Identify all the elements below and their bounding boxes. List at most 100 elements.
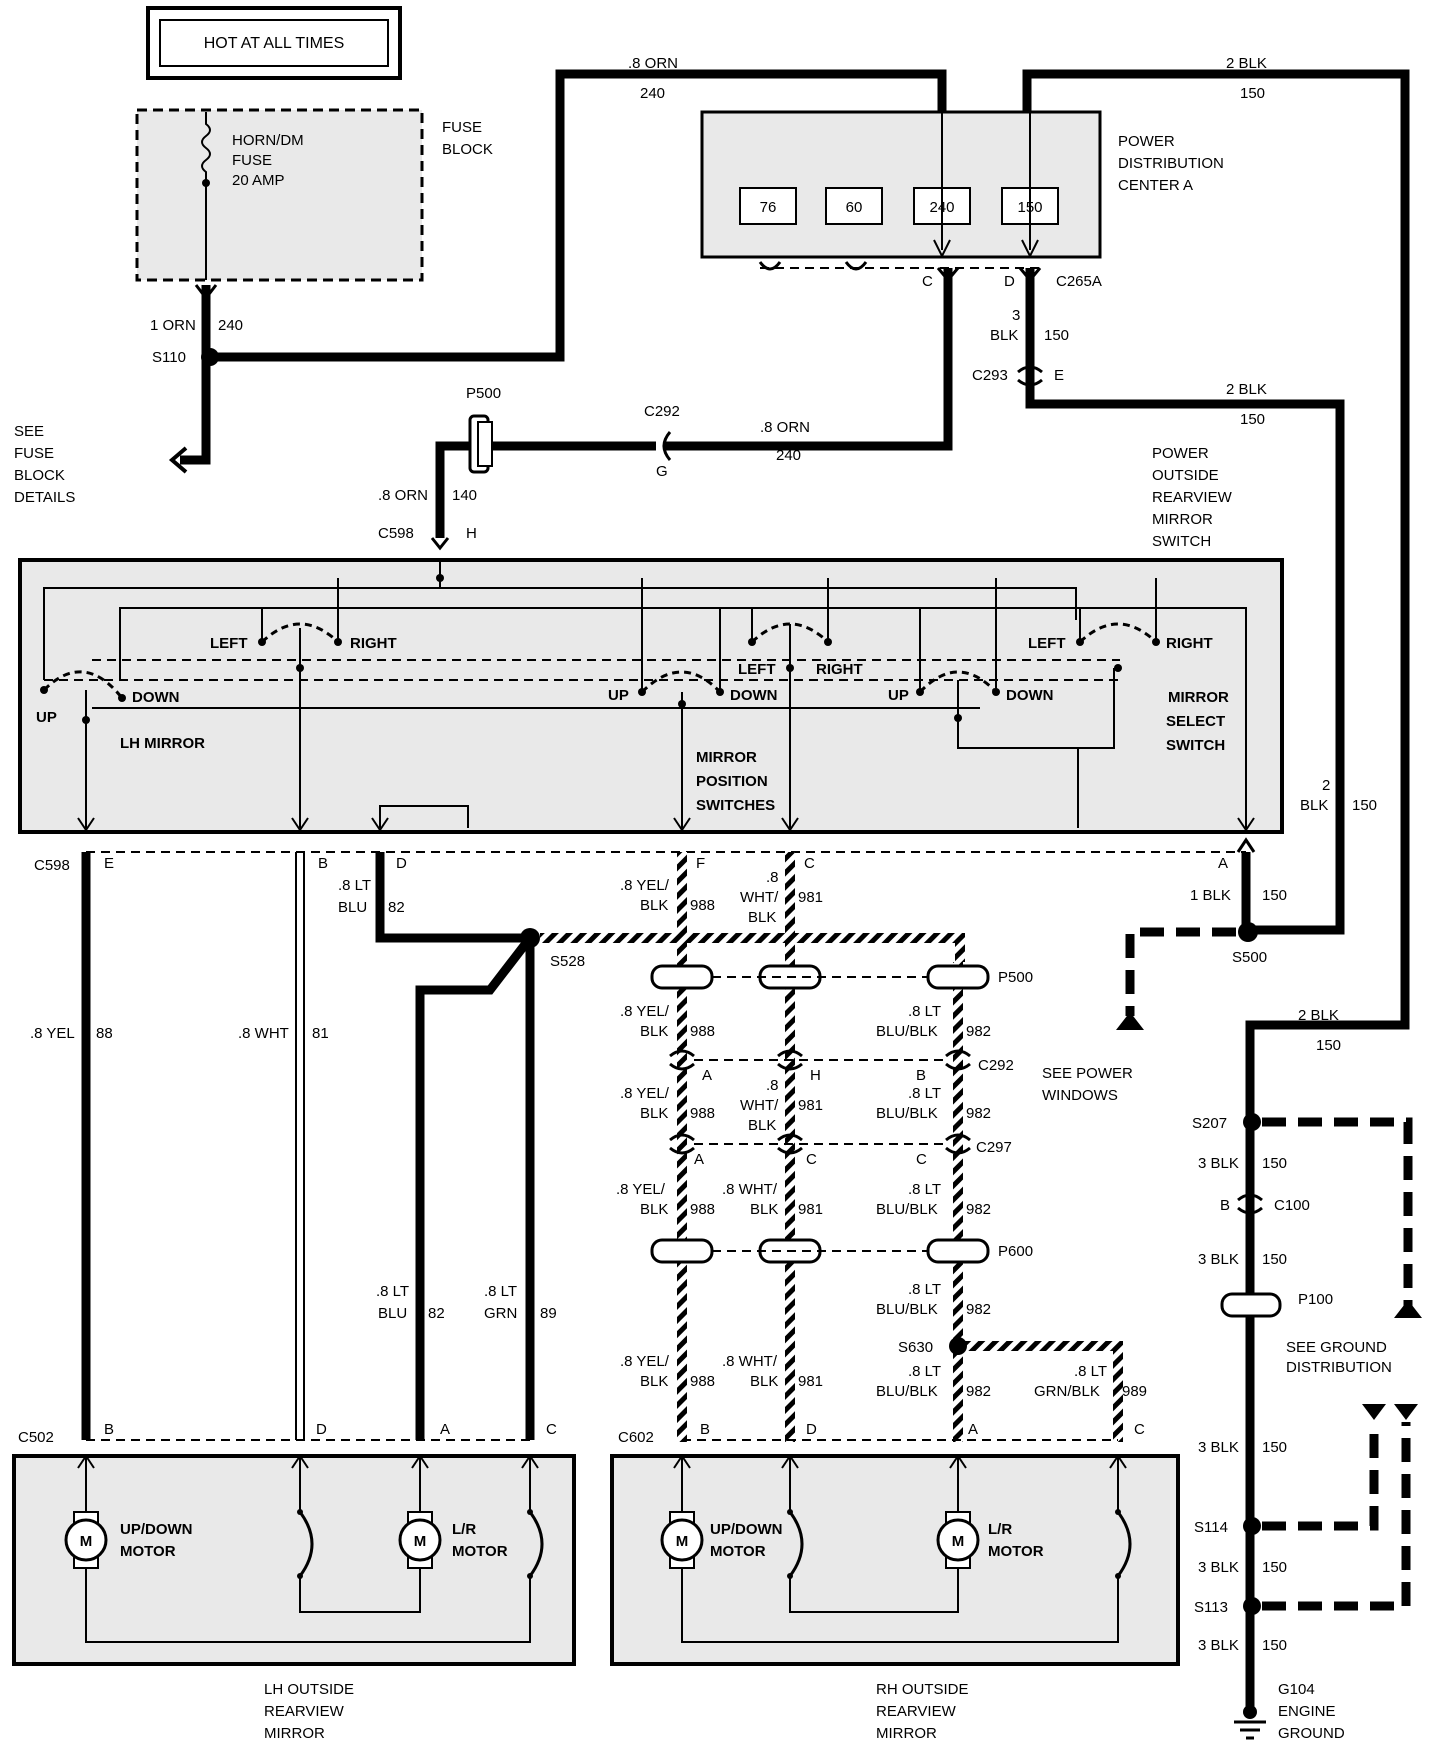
pdc-cavity-76: 76: [760, 199, 777, 216]
w981-f1: .8 WHT/: [722, 1353, 778, 1370]
rh-lr-motor-m: M: [952, 1533, 965, 1550]
lh-updown-motor-1: UP/DOWN: [120, 1521, 193, 1538]
ground-150-c: 150: [1262, 1439, 1287, 1456]
switch-label-3: REARVIEW: [1152, 489, 1233, 506]
circuit-150-s500: 150: [1262, 887, 1287, 904]
pdc-pin-c: C: [922, 273, 933, 290]
pin-c-c297-b: C: [916, 1151, 927, 1168]
rh-updown-motor-1: UP/DOWN: [710, 1521, 783, 1538]
pin-d-c598: D: [396, 855, 407, 872]
w988-d1: .8 YEL/: [616, 1181, 666, 1198]
w981-a1: WHT/: [740, 889, 779, 906]
splice-s113-label: S113: [1194, 1599, 1228, 1616]
connector-p500-top: P500: [466, 385, 501, 402]
w982-c1: .8 LT: [908, 1085, 941, 1102]
c989: 989: [1122, 1383, 1147, 1400]
pin-a-c292: A: [702, 1067, 712, 1084]
rh-mirror-assembly: M UP/DOWN MOTOR M L/R MOTOR: [610, 1454, 1180, 1666]
ground-g104: G104: [1278, 1681, 1315, 1698]
circuit-240-a: 240: [218, 317, 243, 334]
c988-b: 988: [690, 1023, 715, 1040]
c988-d: 988: [690, 1201, 715, 1218]
splice-s114-label: S114: [1194, 1519, 1228, 1536]
wire-8wht: .8 WHT: [238, 1025, 289, 1042]
fuse-name-line1: HORN/DM: [232, 132, 304, 149]
ground-3blk-a: 3 BLK: [1198, 1155, 1239, 1172]
connector-p100: P100: [1298, 1291, 1333, 1308]
c981-d: 981: [798, 1201, 823, 1218]
lh-mirror-label-2: REARVIEW: [264, 1703, 345, 1720]
w981-d1: .8 WHT/: [722, 1181, 778, 1198]
switch-right-lh: RIGHT: [350, 635, 397, 652]
see-fuse-2: FUSE: [14, 445, 54, 462]
wire-8orn-switch: .8 ORN: [378, 487, 428, 504]
lh-updown-motor-2: MOTOR: [120, 1543, 176, 1560]
w981-f2: BLK: [750, 1373, 778, 1390]
wire-2-right: 2: [1322, 777, 1330, 794]
w988-b2: BLK: [640, 1023, 668, 1040]
connector-c502: C502: [18, 1429, 54, 1446]
ground-150-e: 150: [1262, 1637, 1287, 1654]
switch-down-right: DOWN: [1006, 687, 1054, 704]
fuse-rating: 20 AMP: [232, 172, 285, 189]
splice-s500-label: S500: [1232, 949, 1267, 966]
w982-f2: BLU/BLK: [876, 1383, 938, 1400]
switch-up-center: UP: [608, 687, 629, 704]
c982-d: 982: [966, 1201, 991, 1218]
pin-c-c297: C: [806, 1151, 817, 1168]
w981-a0: .8: [766, 869, 779, 886]
splice-s113: [1243, 1597, 1261, 1615]
lh-lr-motor-m: M: [414, 1533, 427, 1550]
pin-b-c292: B: [916, 1067, 926, 1084]
circuit-150-top: 150: [1240, 85, 1265, 102]
c982-e: 982: [966, 1301, 991, 1318]
c981-a: 981: [798, 889, 823, 906]
connector-p500-mid: P500: [998, 969, 1033, 986]
fuse-symbol: [201, 112, 211, 182]
splice-s528-label: S528: [550, 953, 585, 970]
wire-8lt-lh: .8 LT: [376, 1283, 409, 1300]
w988-d2: BLK: [640, 1201, 668, 1218]
w981-c0: .8: [766, 1077, 779, 1094]
splice-s207-label: S207: [1192, 1115, 1227, 1132]
w981-d2: BLK: [750, 1201, 778, 1218]
splice-s114: [1243, 1517, 1261, 1535]
wire-1blk: 1 BLK: [1190, 887, 1231, 904]
switch-label-4: MIRROR: [1152, 511, 1213, 528]
lh-mirror-label-1: LH OUTSIDE: [264, 1681, 354, 1698]
pin-e-c598: E: [104, 855, 114, 872]
ground-3blk-e: 3 BLK: [1198, 1637, 1239, 1654]
lh-mirror-label-3: MIRROR: [264, 1725, 325, 1742]
pin-a-c297: A: [694, 1151, 704, 1168]
mirror-position-3: SWITCHES: [696, 797, 775, 814]
connector-c598-bottom: C598: [34, 857, 70, 874]
pin-c-c598: C: [804, 855, 815, 872]
rh-lr-motor-2: MOTOR: [988, 1543, 1044, 1560]
switch-right-right: RIGHT: [1166, 635, 1213, 652]
connector-c292-mid: C292: [978, 1057, 1014, 1074]
w988-c1: .8 YEL/: [620, 1085, 670, 1102]
splice-s528: [520, 928, 540, 948]
wire-8lt-top: .8 LT: [338, 877, 371, 894]
see-fuse-1: SEE: [14, 423, 44, 440]
w988-a1: .8 YEL/: [620, 877, 670, 894]
switch-down-lh: DOWN: [132, 689, 180, 706]
rh-lr-motor-1: L/R: [988, 1521, 1012, 1538]
w981-c2: BLK: [748, 1117, 776, 1134]
fuse-block-label-2: BLOCK: [442, 141, 493, 158]
wire-blk-top: BLK: [990, 327, 1018, 344]
wire-8orn-mid: .8 ORN: [760, 419, 810, 436]
circuit-240-mid: 240: [776, 447, 801, 464]
circuit-150-right: 150: [1352, 797, 1377, 814]
pdc-label-1: POWER: [1118, 133, 1175, 150]
splice-s630-label: S630: [898, 1339, 933, 1356]
splice-s207: [1243, 1113, 1261, 1131]
switch-up-right: UP: [888, 687, 909, 704]
circuit-82-top: 82: [388, 899, 405, 916]
see-fuse-4: DETAILS: [14, 489, 75, 506]
pdc-cavity-60: 60: [846, 199, 863, 216]
ground-ground: GROUND: [1278, 1725, 1345, 1742]
c981-f: 981: [798, 1373, 823, 1390]
see-ground-2: DISTRIBUTION: [1286, 1359, 1392, 1376]
wire-blu-lh: BLU: [378, 1305, 407, 1322]
